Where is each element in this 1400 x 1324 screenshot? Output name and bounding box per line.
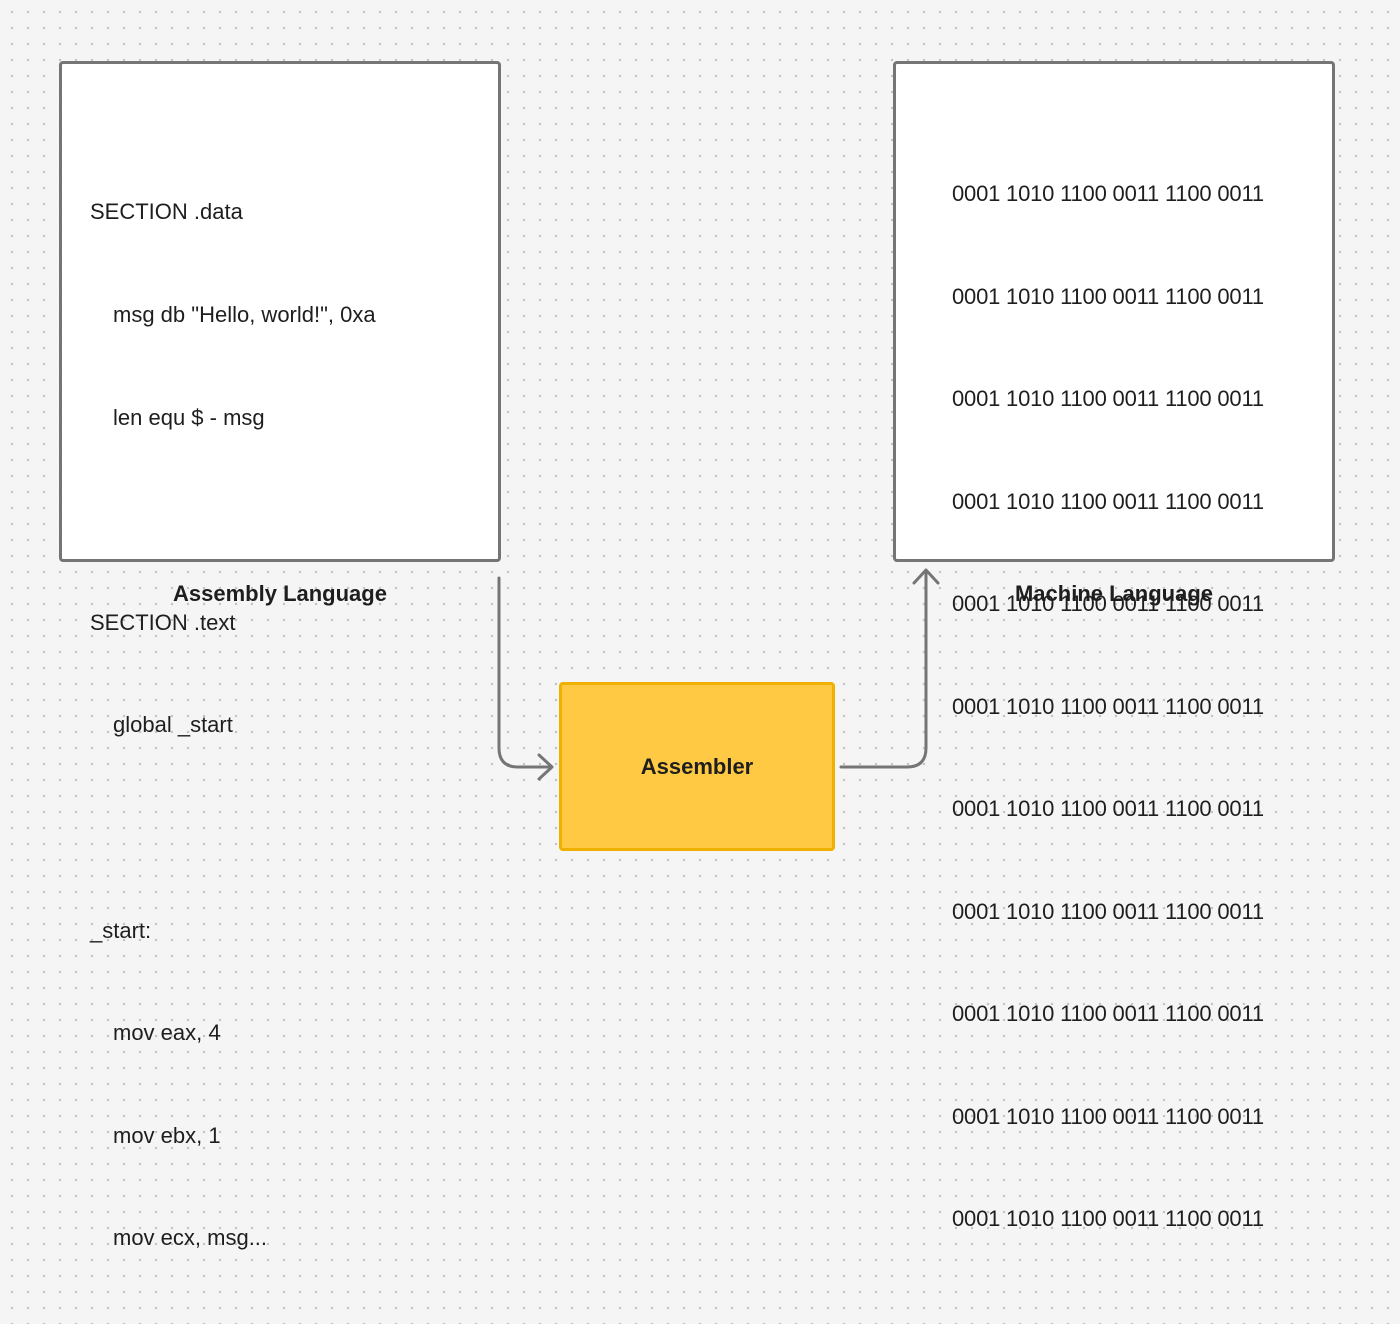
assembly-code-line: mov ebx, 1 [113, 1122, 221, 1148]
assembly-code-line: global _start [113, 712, 233, 738]
machine-code-line: 0001 1010 1100 0011 1100 0011 [952, 181, 1264, 207]
machine-code-line: 0001 1010 1100 0011 1100 0011 [952, 591, 1264, 617]
machine-code-line: 0001 1010 1100 0011 1100 0011 [952, 488, 1264, 514]
machine-language-label: Machine Language [1014, 581, 1214, 606]
connector-assembly-to-assembler [497, 576, 553, 769]
diagram-canvas: SECTION .data msg db "Hello, world!", 0x… [59, 61, 1335, 1250]
machine-code-line: 0001 1010 1100 0011 1100 0011 [952, 1001, 1264, 1027]
machine-code-line: 0001 1010 1100 0011 1100 0011 [952, 283, 1264, 309]
assembly-code-line: mov ecx, msg... [113, 1225, 268, 1251]
machine-code-line: 0001 1010 1100 0011 1100 0011 [952, 1103, 1264, 1129]
assembly-code-line: msg db "Hello, world!", 0xa [113, 302, 376, 327]
assembly-code-line: mov eax, 4 [113, 1020, 221, 1046]
assembler-box: Assembler [559, 682, 835, 851]
assembly-code-line: SECTION .text [90, 609, 236, 635]
connector-assembler-to-machine [839, 569, 928, 769]
machine-code-line: 0001 1010 1100 0011 1100 0011 [952, 1206, 1264, 1232]
machine-code-line: 0001 1010 1100 0011 1100 0011 [952, 386, 1264, 412]
connector-layer [497, 568, 940, 781]
arrowhead-right-icon [537, 753, 554, 781]
assembly-code-line: _start: [90, 917, 152, 943]
machine-code-line: 0001 1010 1100 0011 1100 0011 [952, 693, 1264, 719]
machine-code-line: 0001 1010 1100 0011 1100 0011 [952, 898, 1264, 924]
assembly-language-label: Assembly Language [173, 581, 387, 606]
assembly-code-line: SECTION .data [90, 199, 243, 225]
assembly-code-line: len equ $ - msg [113, 404, 265, 430]
assembler-label: Assembler [640, 753, 754, 779]
machine-code-line: 0001 1010 1100 0011 1100 0011 [952, 796, 1264, 822]
arrowhead-up-icon [912, 568, 940, 585]
